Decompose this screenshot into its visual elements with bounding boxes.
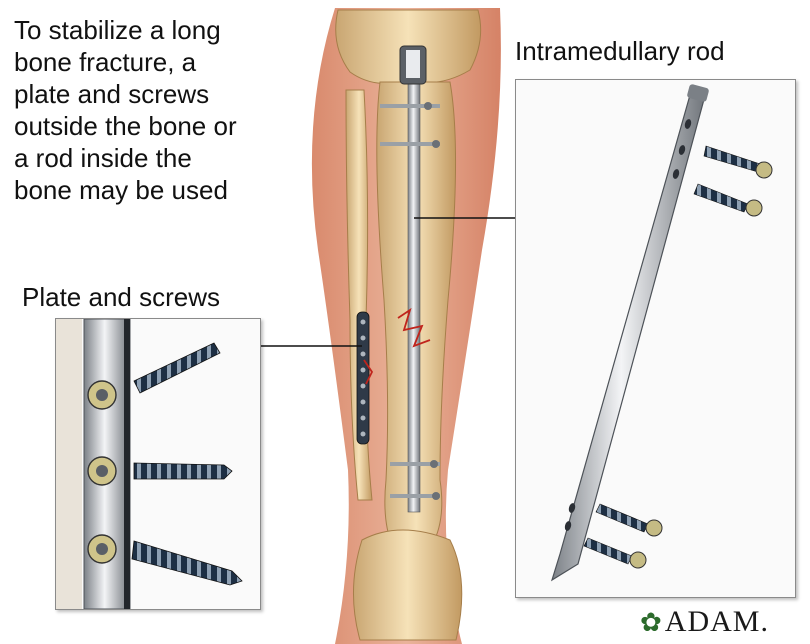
logo-text: ADAM. [665, 605, 769, 638]
loose-screws [584, 146, 772, 568]
rod-in-tibia [408, 52, 420, 512]
label-intramedullary-rod: Intramedullary rod [515, 36, 725, 67]
leaf-icon: ✿ [640, 608, 663, 637]
label-plate-and-screws: Plate and screws [22, 282, 220, 313]
plate-closeup-illustration [56, 319, 260, 609]
adam-logo: ✿ADAM. [640, 605, 769, 639]
plate-on-fibula [357, 312, 369, 444]
diagram-caption: To stabilize a long bone fracture, a pla… [14, 14, 314, 206]
ankle-bones [353, 530, 461, 640]
rod-closeup-illustration [516, 80, 795, 597]
inset-intramedullary-rod [515, 79, 796, 598]
inset-plate-and-screws [55, 318, 261, 610]
screw-shafts [132, 343, 242, 585]
